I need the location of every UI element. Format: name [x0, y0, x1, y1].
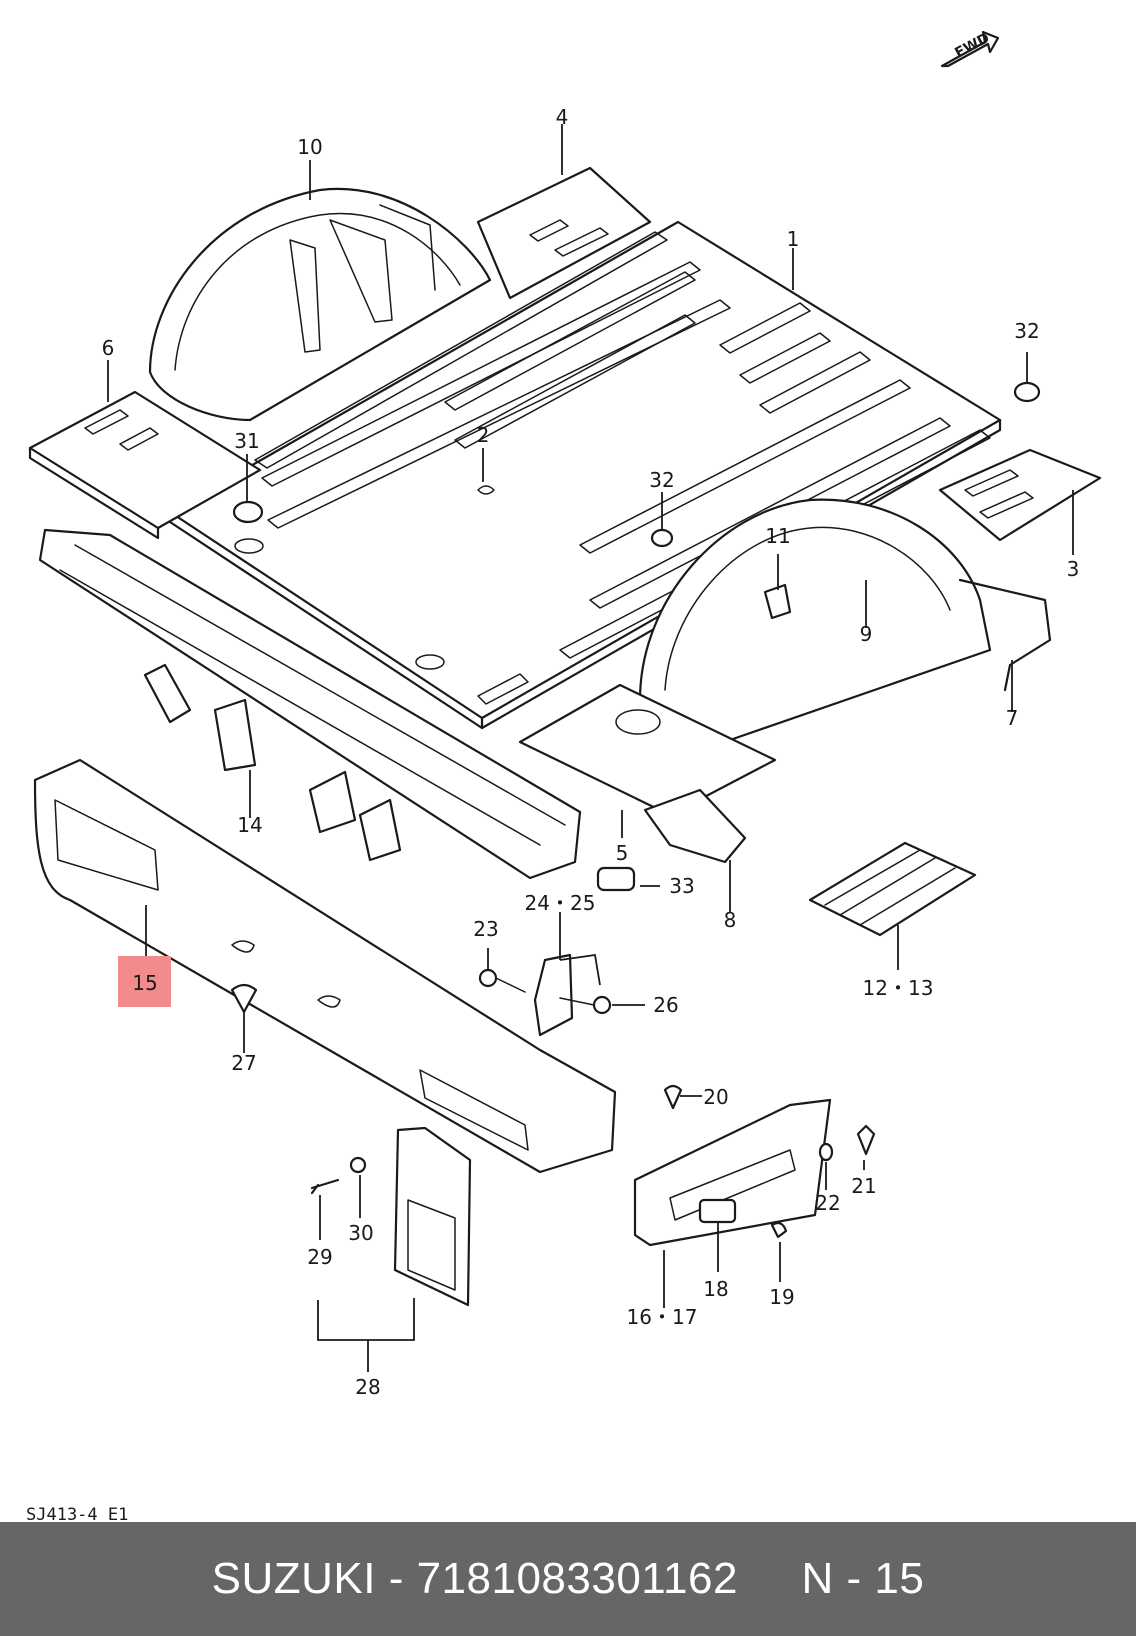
highlight-box [118, 956, 171, 1007]
bracket-24-25-drawing [478, 953, 612, 1037]
label-part-29: 29 [307, 1245, 332, 1269]
label-part-23: 23 [473, 917, 498, 941]
rear-panel-right-top-drawing [476, 166, 652, 300]
footer-part-number: SUZUKI - 7181083301162 N - 15 [211, 1554, 925, 1603]
label-part-10: 10 [297, 135, 322, 159]
member-14-drawing [38, 528, 582, 880]
label-part-21: 21 [851, 1174, 876, 1198]
label-part-2: 2 [477, 423, 490, 447]
label-part-16-17: 16・17 [627, 1305, 698, 1329]
drawing-code: SJ413-4 E1 [26, 1505, 128, 1522]
parts-diagram: FWD [26, 30, 1102, 1522]
forward-arrow-icon: FWD [940, 30, 1000, 68]
label-part-22: 22 [815, 1191, 840, 1215]
cross-member-12-13-drawing [808, 841, 977, 937]
label-part-26: 26 [653, 993, 678, 1017]
label-part-32-top: 32 [1014, 319, 1039, 343]
fastener-27-drawing [230, 983, 258, 1014]
rear-panel-left-drawing [28, 390, 262, 540]
floor-panel-drawing [168, 220, 1002, 730]
fwd-badge-text: FWD [952, 30, 992, 61]
label-part-15: 15 [132, 971, 157, 995]
rear-panel-right-drawing [938, 448, 1102, 542]
label-part-30: 30 [348, 1221, 373, 1245]
label-part-5: 5 [616, 841, 629, 865]
label-part-28: 28 [355, 1375, 380, 1399]
label-part-9: 9 [860, 622, 873, 646]
label-part-4: 4 [556, 105, 569, 129]
step-16-17-drawing [633, 1084, 876, 1247]
label-part-6: 6 [102, 336, 115, 360]
label-part-20: 20 [703, 1085, 728, 1109]
label-part-32-middle: 32 [649, 468, 674, 492]
label-part-8: 8 [724, 908, 737, 932]
label-part-1: 1 [787, 227, 800, 251]
label-part-27: 27 [231, 1051, 256, 1075]
label-part-31: 31 [234, 429, 259, 453]
label-part-7: 7 [1006, 706, 1019, 730]
support-plate-drawing [518, 683, 777, 817]
cap-32-b-drawing [650, 528, 674, 548]
label-part-14: 14 [237, 813, 262, 837]
cap-32-a-drawing [1013, 381, 1041, 403]
label-part-19: 19 [769, 1285, 794, 1309]
label-part-24-25: 24・25 [525, 891, 596, 915]
label-part-3: 3 [1067, 557, 1080, 581]
wheel-house-left-drawing [148, 187, 492, 422]
leader-lines [107, 124, 1074, 1372]
bumper-15-drawing [33, 758, 617, 1174]
cap-31-drawing [232, 500, 264, 524]
mudflap-28-drawing [310, 1126, 472, 1307]
label-part-11: 11 [765, 524, 790, 548]
footer-bar: SUZUKI - 7181083301162 N - 15 [0, 1522, 1136, 1636]
pad-33-drawing [596, 866, 636, 892]
label-part-33: 33 [669, 874, 694, 898]
label-part-12-13: 12・13 [863, 976, 934, 1000]
member-8-drawing [643, 788, 747, 864]
label-part-18: 18 [703, 1277, 728, 1301]
